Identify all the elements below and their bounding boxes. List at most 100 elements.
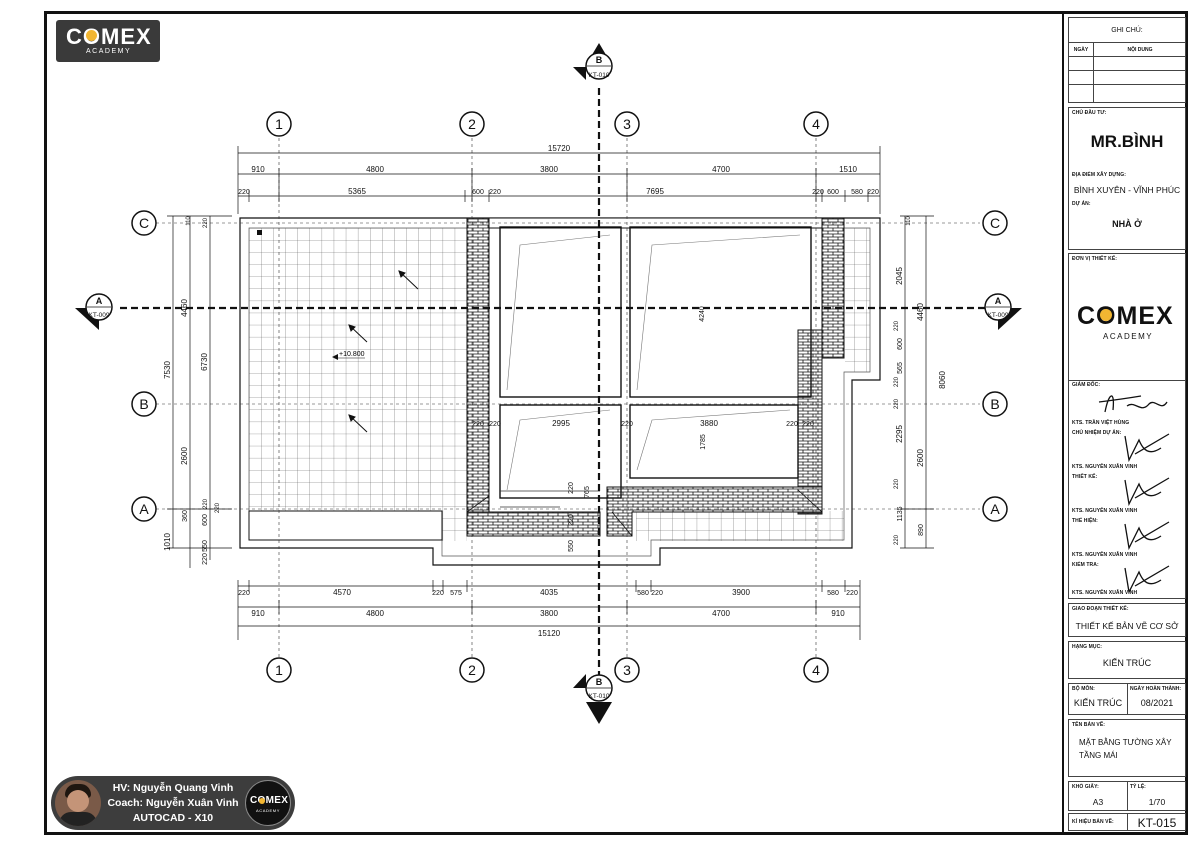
wall-right-lower <box>797 329 823 515</box>
svg-text:2600: 2600 <box>180 447 189 465</box>
dim-top-total: 15720 <box>548 144 571 153</box>
slab-outline <box>239 217 881 566</box>
notes-label: GHI CHÚ: <box>1111 27 1143 34</box>
svg-text:2045: 2045 <box>895 267 904 285</box>
svg-text:220: 220 <box>568 482 575 494</box>
svg-text:KT-009: KT-009 <box>988 312 1009 319</box>
badge-logo-sub: ACADEMY <box>256 808 280 813</box>
check-signature-icon <box>1124 565 1170 595</box>
svg-text:4: 4 <box>812 116 820 132</box>
svg-text:2995: 2995 <box>552 419 570 428</box>
svg-text:550: 550 <box>568 540 575 552</box>
notes-panel: GHI CHÚ: NGÀY NỘI DUNG <box>1068 17 1186 103</box>
code-value: KT-015 <box>1137 816 1177 830</box>
svg-text:600: 600 <box>897 338 904 350</box>
svg-text:220: 220 <box>812 189 824 196</box>
svg-text:220: 220 <box>802 421 814 428</box>
dept-date-panel: BỘ MÔN: KIẾN TRÚC NGÀY HOÀN THÀNH: 08/20… <box>1068 683 1186 715</box>
stage-panel: GIAO ĐOẠN THIẾT KẾ: THIẾT KẾ BẢN VẼ CƠ S… <box>1068 603 1186 637</box>
wall-bottom <box>466 511 601 537</box>
tile-grid-bottom <box>442 511 467 541</box>
svg-text:B: B <box>139 396 148 412</box>
svg-text:3: 3 <box>623 116 631 132</box>
pm-label: CHỦ NHIỆM DỰ ÁN: <box>1072 430 1122 436</box>
date-value: 08/2021 <box>1140 698 1174 708</box>
svg-text:220: 220 <box>238 590 250 597</box>
floor-plan-drawing: +10.800 <box>75 43 1022 724</box>
svg-text:B: B <box>596 55 603 65</box>
check-name: KTS. NGUYỄN XUÂN VINH <box>1072 590 1138 596</box>
dim-top-3: 3800 <box>540 165 558 174</box>
svg-text:B: B <box>596 677 603 687</box>
location-value: BÌNH XUYÊN - VĨNH PHÚC <box>1073 185 1181 195</box>
project-label: DỰ ÁN: <box>1072 201 1091 207</box>
item-panel: HẠNG MỤC: KIẾN TRÚC <box>1068 641 1186 679</box>
title-block: GHI CHÚ: NGÀY NỘI DUNG CHỦ ĐẦU TƯ: MR.BÌ… <box>1062 13 1186 833</box>
owner-label: CHỦ ĐẦU TƯ: <box>1072 110 1107 116</box>
svg-text:KT-010: KT-010 <box>589 693 610 700</box>
dim-top-4: 4700 <box>712 165 730 174</box>
svg-text:565: 565 <box>897 362 904 374</box>
designer-panel: ĐƠN VỊ THIẾT KẾ: COMEX ACADEMY GIÁM ĐỐC:… <box>1068 253 1186 599</box>
grid-bubble-3-bottom: 3 <box>614 657 640 683</box>
drawing-name-line2: TẦNG MÁI <box>1079 751 1118 760</box>
design-label: THIẾT KẾ: <box>1072 474 1098 480</box>
badge-course: AUTOCAD - X10 <box>132 812 214 824</box>
section-marker-A-left: A KT-009 <box>75 293 113 330</box>
svg-text:7695: 7695 <box>646 187 664 196</box>
tile-grid-right <box>845 228 870 372</box>
svg-text:3800: 3800 <box>540 609 558 618</box>
owner-name: MR.BÌNH <box>1090 132 1164 151</box>
paper-scale-panel: KHỔ GIẤY: A3 TỶ LỆ: 1/70 <box>1068 781 1186 811</box>
svg-text:4035: 4035 <box>540 588 558 597</box>
paper-label: KHỔ GIẤY: <box>1072 784 1099 790</box>
designer-unit-label: ĐƠN VỊ THIẾT KẾ: <box>1072 256 1118 262</box>
grid-bubble-A-right: A <box>982 496 1008 522</box>
svg-text:4700: 4700 <box>712 609 730 618</box>
tb-logo-sub: ACADEMY <box>1103 332 1154 341</box>
grid-bubble-C-left: C <box>131 210 157 236</box>
svg-text:220: 220 <box>432 590 444 597</box>
svg-text:220: 220 <box>472 421 484 428</box>
svg-text:1010: 1010 <box>163 533 172 551</box>
svg-text:2: 2 <box>468 662 476 678</box>
wall-right-top <box>821 217 845 359</box>
design-signature-icon <box>1124 477 1170 507</box>
svg-text:890: 890 <box>918 524 925 536</box>
svg-text:600: 600 <box>472 189 484 196</box>
tile-grid-left <box>249 228 467 511</box>
avatar <box>55 780 101 826</box>
section-marker-B-bottom: B KT-010 <box>573 674 613 724</box>
svg-text:910: 910 <box>251 609 265 618</box>
svg-text:220: 220 <box>894 478 900 489</box>
grid-bubble-A-left: A <box>131 496 157 522</box>
svg-text:A: A <box>995 296 1002 306</box>
item-value: KIẾN TRÚC <box>1102 658 1152 668</box>
code-panel: KÍ HIỆU BẢN VẼ: KT-015 <box>1068 813 1186 831</box>
dim-top-5: 1510 <box>839 165 857 174</box>
svg-text:C: C <box>139 215 149 231</box>
svg-text:360: 360 <box>182 510 189 522</box>
svg-text:220: 220 <box>786 421 798 428</box>
drawing-name-label: TÊN BẢN VẼ: <box>1072 722 1106 728</box>
grid-bubble-1-top: 1 <box>266 111 292 137</box>
svg-text:220: 220 <box>867 189 879 196</box>
svg-text:4460: 4460 <box>180 299 189 317</box>
grid-bubble-4-bottom: 4 <box>803 657 829 683</box>
badge-student: HV: Nguyễn Quang Vinh <box>112 782 234 794</box>
svg-text:580: 580 <box>827 590 839 597</box>
tb-logo-word: COMEX <box>1077 302 1174 330</box>
svg-text:580: 580 <box>637 590 649 597</box>
drawing-name-panel: TÊN BẢN VẼ: MẶT BẰNG TƯỜNG XÂY TẦNG MÁI <box>1068 719 1186 777</box>
svg-text:4460: 4460 <box>916 303 925 321</box>
svg-text:2600: 2600 <box>916 449 925 467</box>
svg-text:110: 110 <box>186 216 192 226</box>
paper-value: A3 <box>1092 797 1104 807</box>
svg-text:1135: 1135 <box>897 506 904 521</box>
notes-col-date: NGÀY <box>1073 47 1089 53</box>
drafting-label: THỂ HIỆN: <box>1072 518 1098 524</box>
logo-sub: ACADEMY <box>86 48 132 55</box>
section-marker-B-top: B KT-010 <box>573 43 613 80</box>
grid-bubble-1-bottom: 1 <box>266 657 292 683</box>
svg-text:KT-010: KT-010 <box>589 72 610 79</box>
